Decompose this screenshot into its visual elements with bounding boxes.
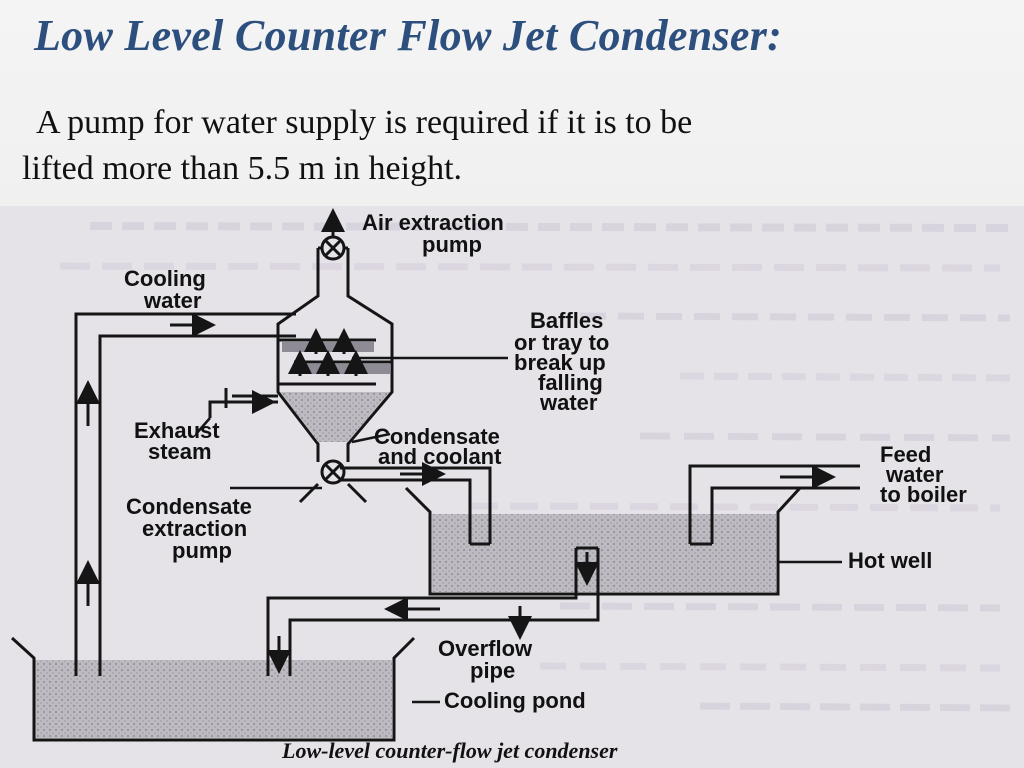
- label-feed: Feed: [880, 442, 931, 467]
- diagram-figure: Air extraction pump Cooling water Baffle…: [0, 206, 1024, 768]
- slide-body-text: A pump for water supply is required if i…: [22, 100, 982, 192]
- condenser-diagram: Air extraction pump Cooling water Baffle…: [10, 208, 1011, 763]
- air-extraction-valve: [320, 208, 346, 261]
- label-baffles-tray: or tray to: [514, 330, 609, 355]
- label-condensate-extraction: extraction: [142, 516, 247, 541]
- label-overflow: Overflow: [438, 636, 533, 661]
- scan-background-texture: [59, 222, 1011, 712]
- label-cooling-pond: Cooling pond: [444, 688, 586, 713]
- exhaust-steam-inlet: [208, 388, 278, 418]
- body-line-2: lifted more than 5.5 m in height.: [22, 150, 463, 187]
- baffle-trays: [278, 328, 392, 386]
- label-air-extraction-pump: pump: [422, 232, 482, 257]
- label-condensate: Condensate: [374, 424, 500, 449]
- condenser-water-spray: [280, 392, 390, 442]
- feed-water-pipe: [688, 464, 860, 546]
- slide-title: Low Level Counter Flow Jet Condenser:: [34, 11, 783, 60]
- body-line-1: A pump for water supply is required if i…: [36, 104, 693, 141]
- label-feed-to-boiler: to boiler: [880, 482, 967, 507]
- diagram-caption: Low-level counter-flow jet condenser: [281, 738, 618, 763]
- cooling-pond: [10, 636, 416, 742]
- overflow-pipe: [266, 546, 600, 676]
- label-baffles-water: water: [539, 390, 598, 415]
- label-condensate-coolant: and coolant: [378, 444, 502, 469]
- condensate-extraction-pump: [298, 459, 368, 504]
- condensate-pipe: [340, 462, 492, 546]
- label-exhaust-steam: steam: [148, 439, 212, 464]
- label-condensate-pump: Condensate: [126, 494, 252, 519]
- label-cooling-water: water: [143, 288, 202, 313]
- label-cooling: Cooling: [124, 266, 206, 291]
- label-baffles: Baffles: [530, 308, 603, 333]
- label-overflow-pipe: pipe: [470, 658, 515, 683]
- leader-lines: [195, 356, 842, 704]
- label-feed-water: water: [885, 462, 944, 487]
- label-air-extraction: Air extraction: [362, 210, 504, 235]
- label-exhaust: Exhaust: [134, 418, 220, 443]
- label-baffles-break: break up: [514, 350, 606, 375]
- label-condensate-extraction-pump: pump: [172, 538, 232, 563]
- cooling-water-pipe: [74, 312, 296, 676]
- label-hot-well: Hot well: [848, 548, 932, 573]
- label-baffles-falling: falling: [538, 370, 603, 395]
